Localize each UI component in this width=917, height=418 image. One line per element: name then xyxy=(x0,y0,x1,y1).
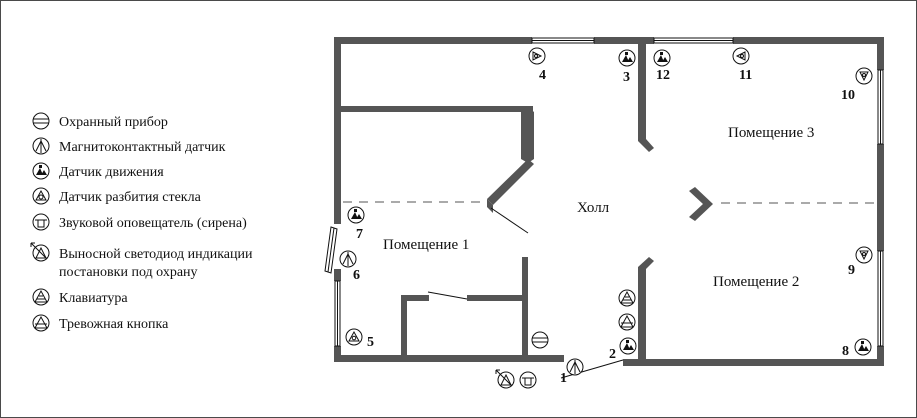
closet-wall-left xyxy=(401,295,407,362)
legend: Охранный прибор Магнитоконтактный датчик… xyxy=(30,112,253,332)
legend-label: Выносной светодиод индикации xyxy=(59,247,253,262)
security-device-icon xyxy=(32,112,50,130)
motion-sensor-icon xyxy=(619,337,637,355)
room1-wall-top xyxy=(341,106,533,112)
security-device-icon xyxy=(531,331,549,349)
legend-label: Датчик разбития стекла xyxy=(59,190,202,205)
outer-wall-top-mid xyxy=(594,37,654,44)
outer-wall-right-mid xyxy=(877,144,884,251)
legend-label: Тревожная кнопка xyxy=(59,317,169,332)
device-number-11: 11 xyxy=(739,68,752,83)
legend-label: Датчик движения xyxy=(59,165,164,180)
room1-wall-right-lower xyxy=(522,257,528,362)
keypad-icon xyxy=(618,289,636,307)
magnetic-contact-sensor-icon xyxy=(32,137,50,155)
outer-wall-right-top xyxy=(877,37,884,70)
outer-wall-right-bottom xyxy=(877,346,884,366)
room-label-1: Помещение 1 xyxy=(383,237,469,253)
keypad-icon xyxy=(32,288,50,306)
device-number-2: 2 xyxy=(609,347,616,362)
outer-wall-bottom-right xyxy=(623,359,884,366)
outer-wall-top-right xyxy=(733,37,884,44)
entrance-door-swing xyxy=(560,359,624,379)
room1-wall-right-upper xyxy=(521,106,534,163)
motion-sensor-icon xyxy=(854,338,872,356)
device-number-1: 1 xyxy=(560,371,567,386)
legend-label: Магнитоконтактный датчик xyxy=(59,140,226,155)
outer-wall-left-top xyxy=(334,37,341,224)
room2-wall-left xyxy=(638,257,654,362)
siren-icon xyxy=(519,371,537,389)
device-number-10: 10 xyxy=(841,88,855,103)
device-number-3: 3 xyxy=(623,70,630,85)
device-number-12: 12 xyxy=(656,68,670,83)
glass-break-sensor-icon xyxy=(528,47,546,65)
outer-wall-left-bottom xyxy=(334,346,341,362)
siren-icon xyxy=(32,213,50,231)
device-number-7: 7 xyxy=(356,227,363,242)
legend-label: Охранный прибор xyxy=(59,115,168,130)
windows xyxy=(324,37,884,347)
room-label-2: Помещение 2 xyxy=(713,274,799,290)
room1-wall-diagonal-end xyxy=(487,199,493,213)
device-number-5: 5 xyxy=(367,335,374,350)
motion-sensor-icon xyxy=(653,49,671,67)
panic-button-icon xyxy=(32,314,50,332)
motion-sensor-icon xyxy=(32,162,50,180)
legend-label: Клавиатура xyxy=(59,291,128,306)
device-number-8: 8 xyxy=(842,344,849,359)
door-room1-swing xyxy=(490,207,529,234)
glass-break-sensor-icon xyxy=(732,47,750,65)
closet-wall-top-left xyxy=(401,295,429,301)
device-number-9: 9 xyxy=(848,263,855,278)
outer-wall-left-mid xyxy=(334,269,341,281)
closet-wall-top-right xyxy=(467,295,528,301)
magnetic-contact-sensor-icon xyxy=(566,358,584,376)
device-number-4: 4 xyxy=(539,68,546,83)
magnetic-contact-sensor-icon xyxy=(339,250,357,268)
device-number-6: 6 xyxy=(353,268,360,283)
glass-break-sensor-icon xyxy=(345,328,363,346)
door-closet-swing xyxy=(427,291,468,300)
glass-break-sensor-icon xyxy=(32,187,50,205)
legend-label-line2: постановки под охрану xyxy=(59,265,198,280)
motion-sensor-icon xyxy=(618,49,636,67)
outer-wall-bottom-left xyxy=(334,355,564,362)
room-label-3: Помещение 3 xyxy=(728,125,814,141)
walls xyxy=(334,37,884,366)
outer-wall-top-left xyxy=(334,37,532,44)
glass-break-sensor-icon xyxy=(855,67,873,85)
room-label-hall: Холл xyxy=(577,200,610,216)
room-divider-chevron xyxy=(689,187,713,221)
motion-sensor-icon xyxy=(347,206,365,224)
dashed-lines xyxy=(343,201,875,204)
plan-devices xyxy=(339,47,873,389)
room1-wall-diagonal xyxy=(487,159,534,205)
remote-led-icon xyxy=(495,369,515,389)
room3-wall-left xyxy=(638,41,654,152)
doors xyxy=(427,207,624,379)
glass-break-sensor-icon xyxy=(855,246,873,264)
remote-led-icon xyxy=(30,242,50,262)
panic-button-icon xyxy=(618,313,636,331)
device-numbers: 1 2 3 4 5 6 7 8 9 10 11 12 xyxy=(353,68,855,386)
legend-label: Звуковой оповещатель (сирена) xyxy=(59,216,247,231)
